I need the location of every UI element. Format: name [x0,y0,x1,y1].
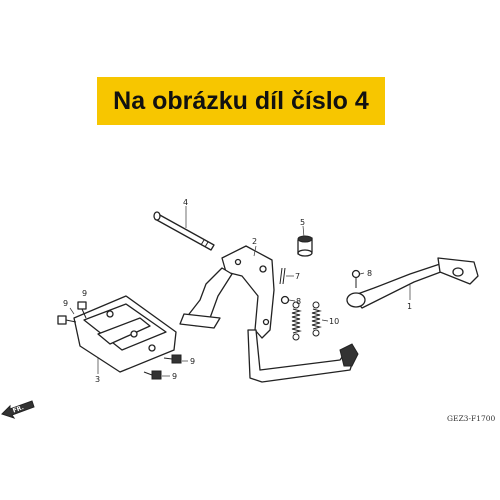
callout-9-left: 9 [63,299,68,308]
callout-3: 3 [95,375,100,384]
callout-7: 7 [295,272,300,281]
part-1-kick-lever[interactable] [346,257,479,309]
callout-10: 10 [329,317,339,326]
callout-1: 1 [407,302,412,311]
spring-right[interactable] [311,301,329,337]
callout-9-bottom: 9 [172,372,177,381]
callout-4: 4 [183,198,188,207]
part-7-pin[interactable] [279,267,294,285]
part-9-bolt-top-left[interactable] [77,301,87,319]
callout-8-lever: 8 [367,269,372,278]
part-8-bolt-spring[interactable] [280,295,296,305]
callout-8-spring: 8 [296,297,301,306]
callout-2: 2 [252,237,257,246]
callout-9-top: 9 [82,289,87,298]
part-number-banner: Na obrázku díl číslo 4 [97,77,385,125]
banner-text: Na obrázku díl číslo 4 [113,86,369,115]
part-9-bolt-right[interactable] [163,354,182,364]
front-label: FR. [12,404,25,414]
spring-left[interactable] [291,301,302,341]
callout-9-right: 9 [190,357,195,366]
diagram-code: GEZ3-F1700 [447,414,496,423]
part-5-stopper[interactable] [297,235,313,257]
part-4-shaft[interactable] [153,211,215,251]
part-3-bracket[interactable] [73,295,177,374]
callout-5: 5 [300,218,305,227]
part-9-bolt-left[interactable] [57,315,77,325]
part-2-main-stand[interactable] [179,245,359,383]
front-direction-arrow-icon: FR. [1,400,35,419]
part-9-bolt-bottom[interactable] [143,370,162,380]
